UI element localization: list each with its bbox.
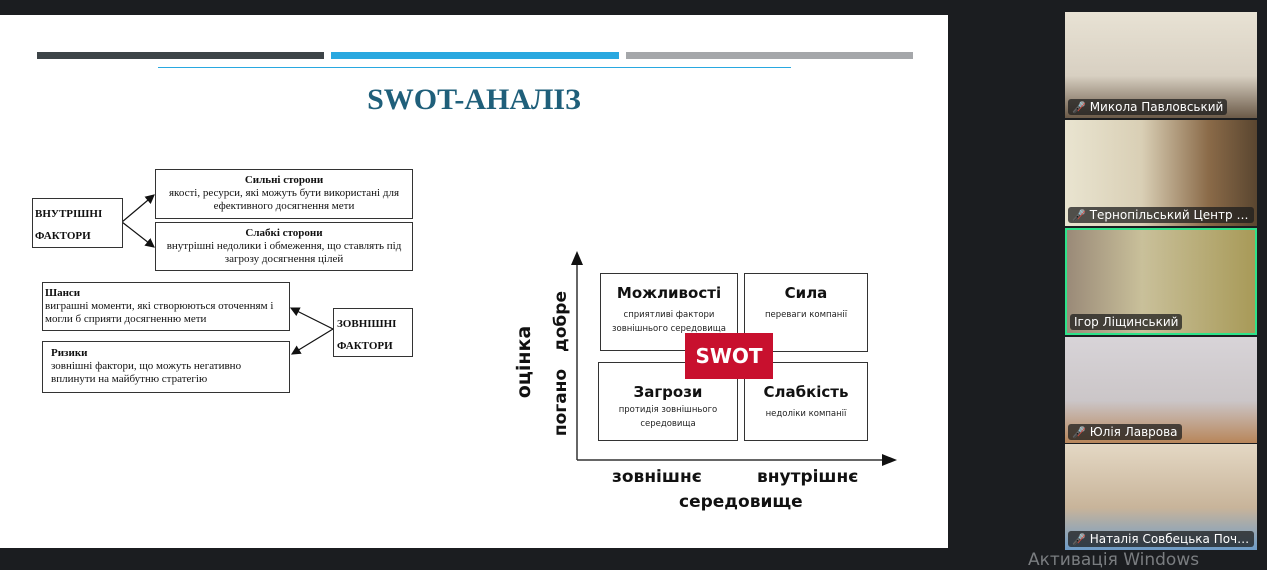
- presentation-slide: SWOT-АНАЛІЗ ВНУТРІШНІ ФАКТОРИ Сильні сто…: [0, 15, 948, 548]
- external-factors-box: ЗОВНІШНІ ФАКТОРИ: [333, 308, 413, 357]
- external-label-1: ЗОВНІШНІ: [337, 318, 397, 330]
- mic-muted-icon: 🎤̸: [1072, 209, 1086, 222]
- external-label-2: ФАКТОРИ: [337, 340, 393, 352]
- chances-text: виграшні моменти, які створюються оточен…: [45, 300, 274, 325]
- decor-bar-blue: [331, 52, 619, 59]
- strength-title: Сила: [784, 284, 828, 302]
- divider: [158, 67, 791, 68]
- threats-text: протидія зовнішнього середовища: [618, 405, 718, 429]
- y-axis-good: добре: [551, 291, 571, 352]
- participant-name: 🎤̸Наталія Совбецька Почаїс...: [1068, 531, 1254, 547]
- participant-name: 🎤̸Юлія Лаврова: [1068, 424, 1182, 440]
- weakness-title: Слабкість: [763, 383, 849, 401]
- slide-title: SWOT-АНАЛІЗ: [367, 83, 581, 116]
- mic-muted-icon: 🎤̸: [1072, 533, 1086, 546]
- decor-bar-gray: [626, 52, 913, 59]
- y-axis-bad: погано: [551, 368, 571, 437]
- risks-title: Ризики: [51, 347, 88, 359]
- internal-label-2: ФАКТОРИ: [35, 230, 91, 242]
- participant-name-text: Юлія Лаврова: [1089, 425, 1178, 439]
- x-axis-external: зовнішнє: [612, 467, 702, 487]
- strength-text: переваги компанії: [764, 310, 848, 320]
- internal-factors-box: ВНУТРІШНІ ФАКТОРИ: [32, 198, 123, 248]
- participant-name-text: Тернопільський Центр ПК: [1089, 208, 1254, 222]
- opportunities-text: сприятливі фактори зовнішнього середовищ…: [612, 310, 726, 334]
- mic-muted-icon: 🎤̸: [1072, 101, 1086, 114]
- participant-tile[interactable]: 🎤̸Наталія Совбецька Почаїс...: [1065, 444, 1257, 550]
- matrix-axes: [571, 251, 897, 466]
- weaknesses-text: внутрішні недолики і обмеження, що ставл…: [166, 240, 402, 265]
- windows-activation-watermark: Активація Windows: [1028, 550, 1200, 570]
- participant-name-text: Микола Павловський: [1089, 100, 1224, 114]
- mic-muted-icon: 🎤̸: [1072, 426, 1086, 439]
- chances-title: Шанси: [45, 287, 81, 299]
- participant-tile-active-speaker[interactable]: Ігор Ліщинський: [1065, 228, 1257, 335]
- participant-name: 🎤̸Тернопільський Центр ПК: [1068, 207, 1254, 223]
- opportunities-title: Можливості: [616, 284, 722, 302]
- internal-label-1: ВНУТРІШНІ: [35, 208, 103, 220]
- participant-tile[interactable]: 🎤̸Тернопільський Центр ПК: [1065, 120, 1257, 226]
- participant-name: Ігор Ліщинський: [1070, 314, 1183, 330]
- threats-title: Загрози: [633, 383, 703, 401]
- participant-name-text: Наталія Совбецька Почаїс...: [1089, 532, 1254, 546]
- participant-tile[interactable]: 🎤̸Микола Павловський: [1065, 12, 1257, 118]
- risks-text: зовнішні фактори, що можуть негативно вп…: [51, 360, 242, 385]
- strengths-title: Сильні сторони: [244, 174, 324, 186]
- y-axis-label: оцінка: [513, 325, 535, 399]
- quadrant-threats: Загрози протидія зовнішнього середовища: [598, 362, 738, 441]
- x-axis-internal: внутрішнє: [757, 467, 859, 487]
- weakness-text: недоліки компанії: [765, 409, 847, 419]
- weaknesses-title: Слабкі сторони: [245, 227, 323, 239]
- participant-name: 🎤̸Микола Павловський: [1068, 99, 1228, 115]
- swot-badge: SWOT: [685, 333, 773, 379]
- participant-tile[interactable]: 🎤̸Юлія Лаврова: [1065, 337, 1257, 443]
- strengths-text: якості, ресурси, які можуть бути викорис…: [168, 187, 400, 212]
- decor-bar-dark: [37, 52, 324, 59]
- quadrant-opportunities: Можливості сприятливі фактори зовнішньог…: [600, 273, 738, 351]
- x-axis-label: середовище: [679, 492, 803, 512]
- participant-name-text: Ігор Ліщинський: [1074, 315, 1179, 329]
- factor-arrows: [121, 194, 334, 355]
